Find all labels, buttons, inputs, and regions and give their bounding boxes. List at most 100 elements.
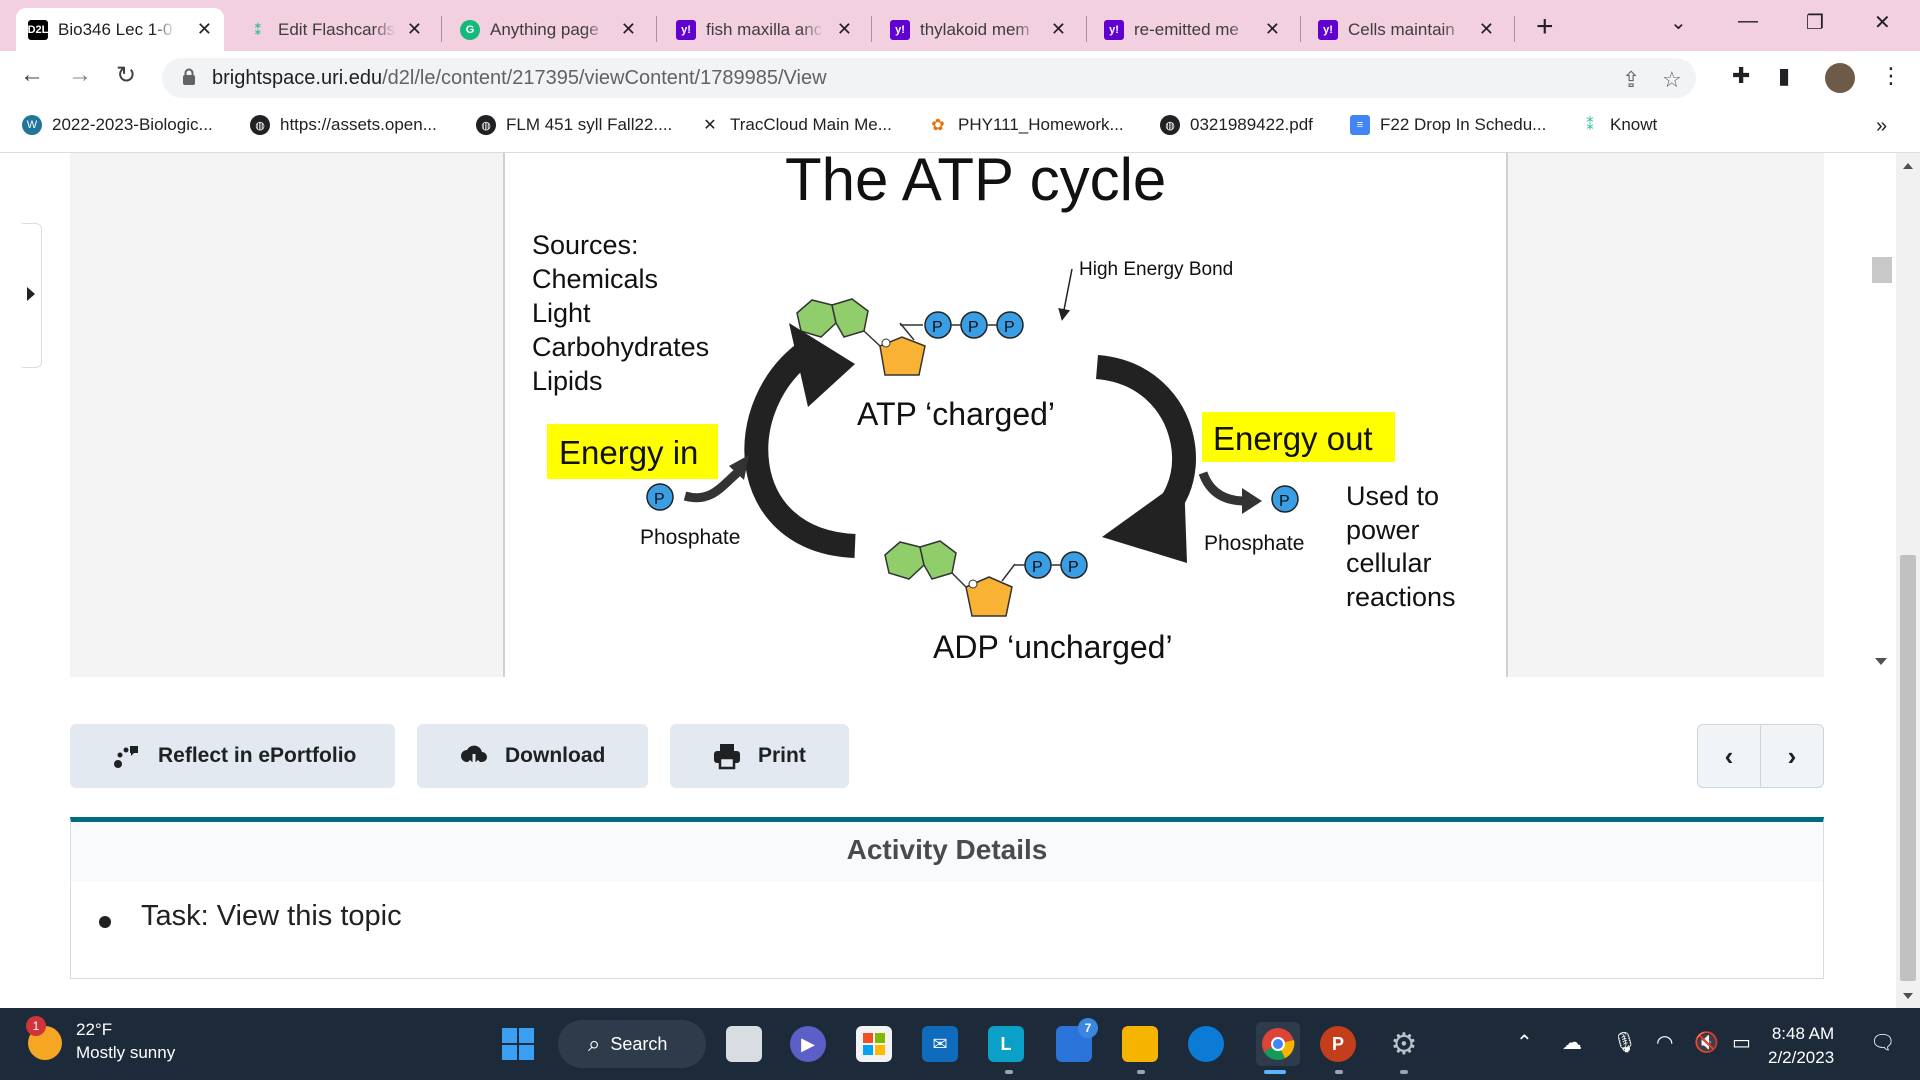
- viewer-scrollbar-thumb[interactable]: [1872, 257, 1892, 283]
- onedrive-icon[interactable]: ☁: [1562, 1032, 1582, 1054]
- side-panel-icon[interactable]: ▮: [1778, 63, 1791, 88]
- arrow-head: [1102, 478, 1187, 563]
- close-icon[interactable]: ✕: [406, 19, 422, 39]
- start-icon[interactable]: [500, 1026, 536, 1062]
- volume-muted-icon[interactable]: 🔇: [1694, 1032, 1719, 1054]
- task-view-icon[interactable]: [726, 1026, 762, 1062]
- weather-widget[interactable]: 1 22°F Mostly sunny: [26, 1016, 175, 1063]
- bookmark-item[interactable]: ✿PHY111_Homework...: [928, 115, 1124, 135]
- app-l-icon[interactable]: L: [988, 1026, 1024, 1062]
- notification-badge: 1: [26, 1016, 46, 1036]
- used-to-line: Used to: [1346, 481, 1439, 511]
- tab-re-emitted[interactable]: y! re-emitted me ✕: [1092, 8, 1292, 51]
- reload-icon[interactable]: ↻: [116, 62, 137, 89]
- taskbar-search[interactable]: ⌕Search: [558, 1020, 706, 1068]
- bookmark-item[interactable]: ≡F22 Drop In Schedu...: [1350, 115, 1546, 135]
- bookmark-item[interactable]: ✕TracCloud Main Me...: [700, 115, 892, 135]
- phosphate-right-label: Phosphate: [1204, 532, 1304, 555]
- adp-molecule: P P: [884, 540, 1088, 617]
- back-icon[interactable]: ←: [20, 61, 44, 88]
- tray-chevron-icon[interactable]: ⌃: [1516, 1032, 1533, 1054]
- restore-icon[interactable]: ❐: [1806, 12, 1824, 34]
- download-button[interactable]: Download: [417, 724, 648, 788]
- scroll-down-arrow-icon[interactable]: [1875, 658, 1887, 665]
- source-item: Lipids: [532, 366, 603, 396]
- docs-icon: ≡: [1350, 115, 1370, 135]
- close-icon[interactable]: ✕: [196, 19, 212, 39]
- tab-thylakoid[interactable]: y! thylakoid mem ✕: [878, 8, 1078, 51]
- chat-icon[interactable]: ▶: [790, 1026, 826, 1062]
- bookmark-item[interactable]: ◍FLM 451 syll Fall22....: [476, 115, 672, 135]
- tab-title: thylakoid mem: [920, 19, 1030, 39]
- running-indicator: [1005, 1070, 1013, 1074]
- tab-fish-maxilla[interactable]: y! fish maxilla anc ✕: [664, 8, 864, 51]
- settings-icon[interactable]: ⚙: [1390, 1027, 1418, 1061]
- tab-search-icon[interactable]: ⌄: [1670, 12, 1687, 34]
- avatar[interactable]: [1825, 63, 1855, 93]
- wordpress-icon: W: [22, 115, 42, 135]
- slide-title: The ATP cycle: [785, 153, 1166, 213]
- previous-topic-button[interactable]: ‹: [1724, 740, 1734, 771]
- powerpoint-icon[interactable]: P: [1320, 1026, 1356, 1062]
- wifi-icon[interactable]: ◠: [1656, 1032, 1674, 1054]
- source-item: Carbohydrates: [532, 332, 709, 362]
- star-icon[interactable]: ☆: [1662, 67, 1682, 92]
- file-explorer-icon[interactable]: [1122, 1026, 1158, 1062]
- mail-icon[interactable]: ✉: [922, 1026, 958, 1062]
- phosphate-p: P: [1032, 559, 1043, 576]
- phosphate-left-label: Phosphate: [640, 526, 740, 549]
- menu-icon[interactable]: ⋮: [1880, 63, 1902, 88]
- reflect-label: Reflect in ePortfolio: [158, 744, 357, 767]
- bookmark-item[interactable]: ◍https://assets.open...: [250, 115, 437, 135]
- edge-icon[interactable]: [1188, 1026, 1224, 1062]
- minimize-icon[interactable]: —: [1738, 10, 1758, 32]
- tab-cells-maintain[interactable]: y! Cells maintain ✕: [1306, 8, 1506, 51]
- notifications-icon[interactable]: 🗨: [1870, 1032, 1896, 1054]
- close-icon[interactable]: ✕: [1478, 19, 1494, 39]
- phosphate-circle: [1271, 485, 1299, 513]
- clock-date: 2/2/2023: [1768, 1048, 1835, 1067]
- browser-toolbar: ← → ↻ brightspace.uri.edu/d2l/le/content…: [0, 51, 1920, 105]
- phosphate-p: P: [654, 491, 665, 508]
- windows-taskbar: 1 22°F Mostly sunny ⌕Search ▶ ✉ L 7 P ⚙: [0, 1008, 1920, 1080]
- tab-edit-flashcards[interactable]: ⁑ Edit Flashcards ✕: [236, 8, 434, 51]
- scroll-down-arrow-icon[interactable]: [1903, 993, 1913, 999]
- tab-title: Bio346 Lec 1-0: [58, 19, 173, 39]
- homework-icon: ✿: [928, 115, 948, 135]
- viewer-scrollbar[interactable]: [1858, 153, 1894, 677]
- address-bar[interactable]: brightspace.uri.edu/d2l/le/content/21739…: [162, 58, 1696, 98]
- battery-icon[interactable]: ▭: [1732, 1032, 1751, 1054]
- new-tab-icon[interactable]: +: [1536, 10, 1554, 43]
- close-icon[interactable]: ✕: [1050, 19, 1066, 39]
- forward-icon[interactable]: →: [68, 61, 92, 88]
- page-scrollbar[interactable]: [1896, 153, 1920, 1008]
- close-icon[interactable]: ✕: [1264, 19, 1280, 39]
- chrome-icon[interactable]: [1256, 1022, 1300, 1066]
- window-close-icon[interactable]: ✕: [1874, 12, 1891, 34]
- expand-arrow-icon: [27, 287, 35, 301]
- store-icon[interactable]: [856, 1026, 892, 1062]
- reflect-eportfolio-button[interactable]: Reflect in ePortfolio: [70, 724, 395, 788]
- more-bookmarks-icon[interactable]: »: [1876, 115, 1888, 137]
- page-scrollbar-thumb[interactable]: [1900, 555, 1916, 981]
- close-icon[interactable]: ✕: [836, 19, 852, 39]
- bookmark-item[interactable]: ⁑Knowt: [1580, 115, 1657, 135]
- tab-bio346[interactable]: D2L Bio346 Lec 1-0 ✕: [16, 8, 224, 51]
- extensions-icon[interactable]: ✚: [1732, 63, 1751, 88]
- scroll-up-arrow-icon[interactable]: [1903, 163, 1913, 169]
- share-icon[interactable]: ⇪: [1622, 67, 1641, 92]
- close-icon[interactable]: ✕: [620, 19, 636, 39]
- url-text: brightspace.uri.edu/d2l/le/content/21739…: [212, 67, 827, 89]
- small-arrow: [1198, 471, 1246, 506]
- teams-icon[interactable]: 7: [1056, 1018, 1098, 1062]
- print-button[interactable]: Print: [670, 724, 849, 788]
- microphone-icon[interactable]: 🎙: [1612, 1032, 1638, 1054]
- traccloud-icon: ✕: [700, 115, 720, 135]
- clock[interactable]: 8:48 AM 2/2/2023: [1768, 1022, 1834, 1070]
- next-topic-button[interactable]: ›: [1760, 725, 1823, 787]
- bookmark-item[interactable]: ◍0321989422.pdf: [1160, 115, 1313, 135]
- tab-anything-page[interactable]: G Anything page ✕: [448, 8, 648, 51]
- print-label: Print: [758, 744, 806, 767]
- side-panel-toggle[interactable]: [22, 223, 42, 368]
